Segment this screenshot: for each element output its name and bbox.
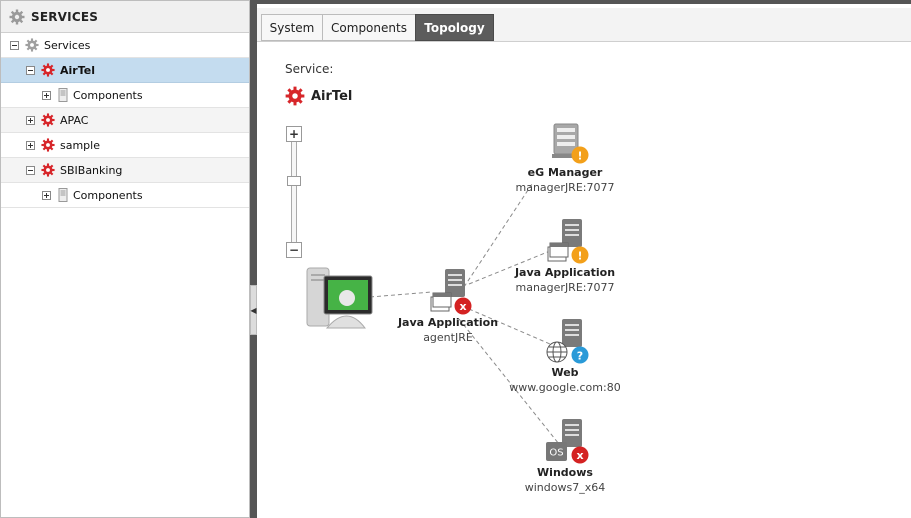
service-gear-icon [41,63,55,77]
tree-item-label: Components [73,188,143,202]
node-subtitle: managerJRE:7077 [515,281,615,294]
warning-status-icon: ! [571,246,589,264]
tab-topology[interactable]: Topology [415,14,494,41]
node-windows[interactable]: Windows windows7_x64 [495,466,635,494]
app-server-icon[interactable] [547,219,582,262]
collapse-panel-handle[interactable]: ◀ [250,285,257,335]
tree-item-label: Services [44,38,91,52]
os-server-icon[interactable] [562,419,582,447]
chevron-left-icon: ◀ [250,305,257,315]
zoom-out-button[interactable]: − [286,242,302,258]
node-title: Java Application [397,316,499,329]
tree-item-components[interactable]: Components [1,183,249,208]
node-subtitle: windows7_x64 [524,481,606,494]
tree-item-components[interactable]: Components [1,83,249,108]
tree-item-label: APAC [60,113,89,127]
tree-item-airtel[interactable]: AirTel [1,58,249,83]
critical-status-icon: x [454,297,472,315]
node-title: Web [551,366,579,379]
service-gear-icon [41,113,55,127]
svg-text:!: ! [577,250,582,263]
gear-icon [25,38,39,52]
tree-item-label: AirTel [60,63,95,77]
svg-text:x: x [459,300,466,313]
expand-icon[interactable] [42,190,51,200]
tree-item-label: SBIBanking [60,163,123,177]
node-eg-manager[interactable]: eG Manager managerJRE:7077 [495,166,635,194]
tree-item-label: Components [73,88,143,102]
link-java-windows [458,318,560,445]
service-gear-icon [41,163,55,177]
service-label: Service: [285,62,334,76]
node-subtitle: managerJRE:7077 [515,181,615,194]
topology-graph: x ! ! [306,123,589,464]
main-panel: System Components Topology Service: AirT… [257,0,911,518]
critical-status-icon: x [571,446,589,464]
tab-components[interactable]: Components [322,14,416,41]
expand-icon[interactable] [26,140,35,150]
svg-text:x: x [576,449,583,462]
collapse-icon[interactable] [26,165,35,175]
server-icon [58,88,68,102]
service-gear-icon [285,86,305,106]
collapse-icon[interactable] [26,65,35,75]
svg-text:?: ? [577,350,583,363]
service-title: AirTel [285,86,352,106]
tree-item-apac[interactable]: APAC [1,108,249,133]
tree-item-label: sample [60,138,100,152]
client-icon[interactable] [306,267,373,329]
panel-divider[interactable] [250,0,257,518]
app-server-icon[interactable] [430,269,465,312]
node-java-manager[interactable]: Java Application managerJRE:7077 [495,266,635,294]
tab-bar: System Components Topology [257,8,911,42]
tab-system[interactable]: System [261,14,323,41]
node-title: Windows [537,466,593,479]
warning-status-icon: ! [571,146,589,164]
tree-item-services[interactable]: Services [1,33,249,58]
node-web[interactable]: Web www.google.com:80 [495,366,635,394]
service-gear-icon [41,138,55,152]
node-title: eG Manager [527,166,603,179]
services-panel: SERVICES Services AirTel Components APAC… [0,0,250,518]
unknown-status-icon: ? [571,346,589,364]
panel-title: SERVICES [31,9,99,24]
server-icon[interactable] [552,123,580,158]
link-java-javamanager [468,250,551,285]
node-subtitle: www.google.com:80 [509,381,621,394]
services-header: SERVICES [1,1,249,33]
svg-text:!: ! [577,150,582,163]
service-name: AirTel [311,88,353,104]
zoom-in-button[interactable]: + [286,126,302,142]
os-icon-text: OS [549,448,563,459]
collapse-icon[interactable] [10,40,19,50]
node-title: Java Application [514,266,616,279]
node-subtitle: agentJRE [423,331,473,344]
zoom-control: + − [285,126,303,261]
gear-icon [9,9,25,24]
link-java-web [468,308,551,345]
expand-icon[interactable] [42,90,51,100]
tree-item-sample[interactable]: sample [1,133,249,158]
link-client-java [369,291,433,298]
os-icon: OS [546,442,567,461]
zoom-slider-thumb[interactable] [287,176,301,186]
web-server-icon[interactable] [562,319,582,347]
node-java-agent[interactable]: Java Application agentJRE [378,316,518,344]
tree-item-sbibanking[interactable]: SBIBanking [1,158,249,183]
server-icon [58,188,68,202]
expand-icon[interactable] [26,115,35,125]
globe-icon [546,341,568,363]
